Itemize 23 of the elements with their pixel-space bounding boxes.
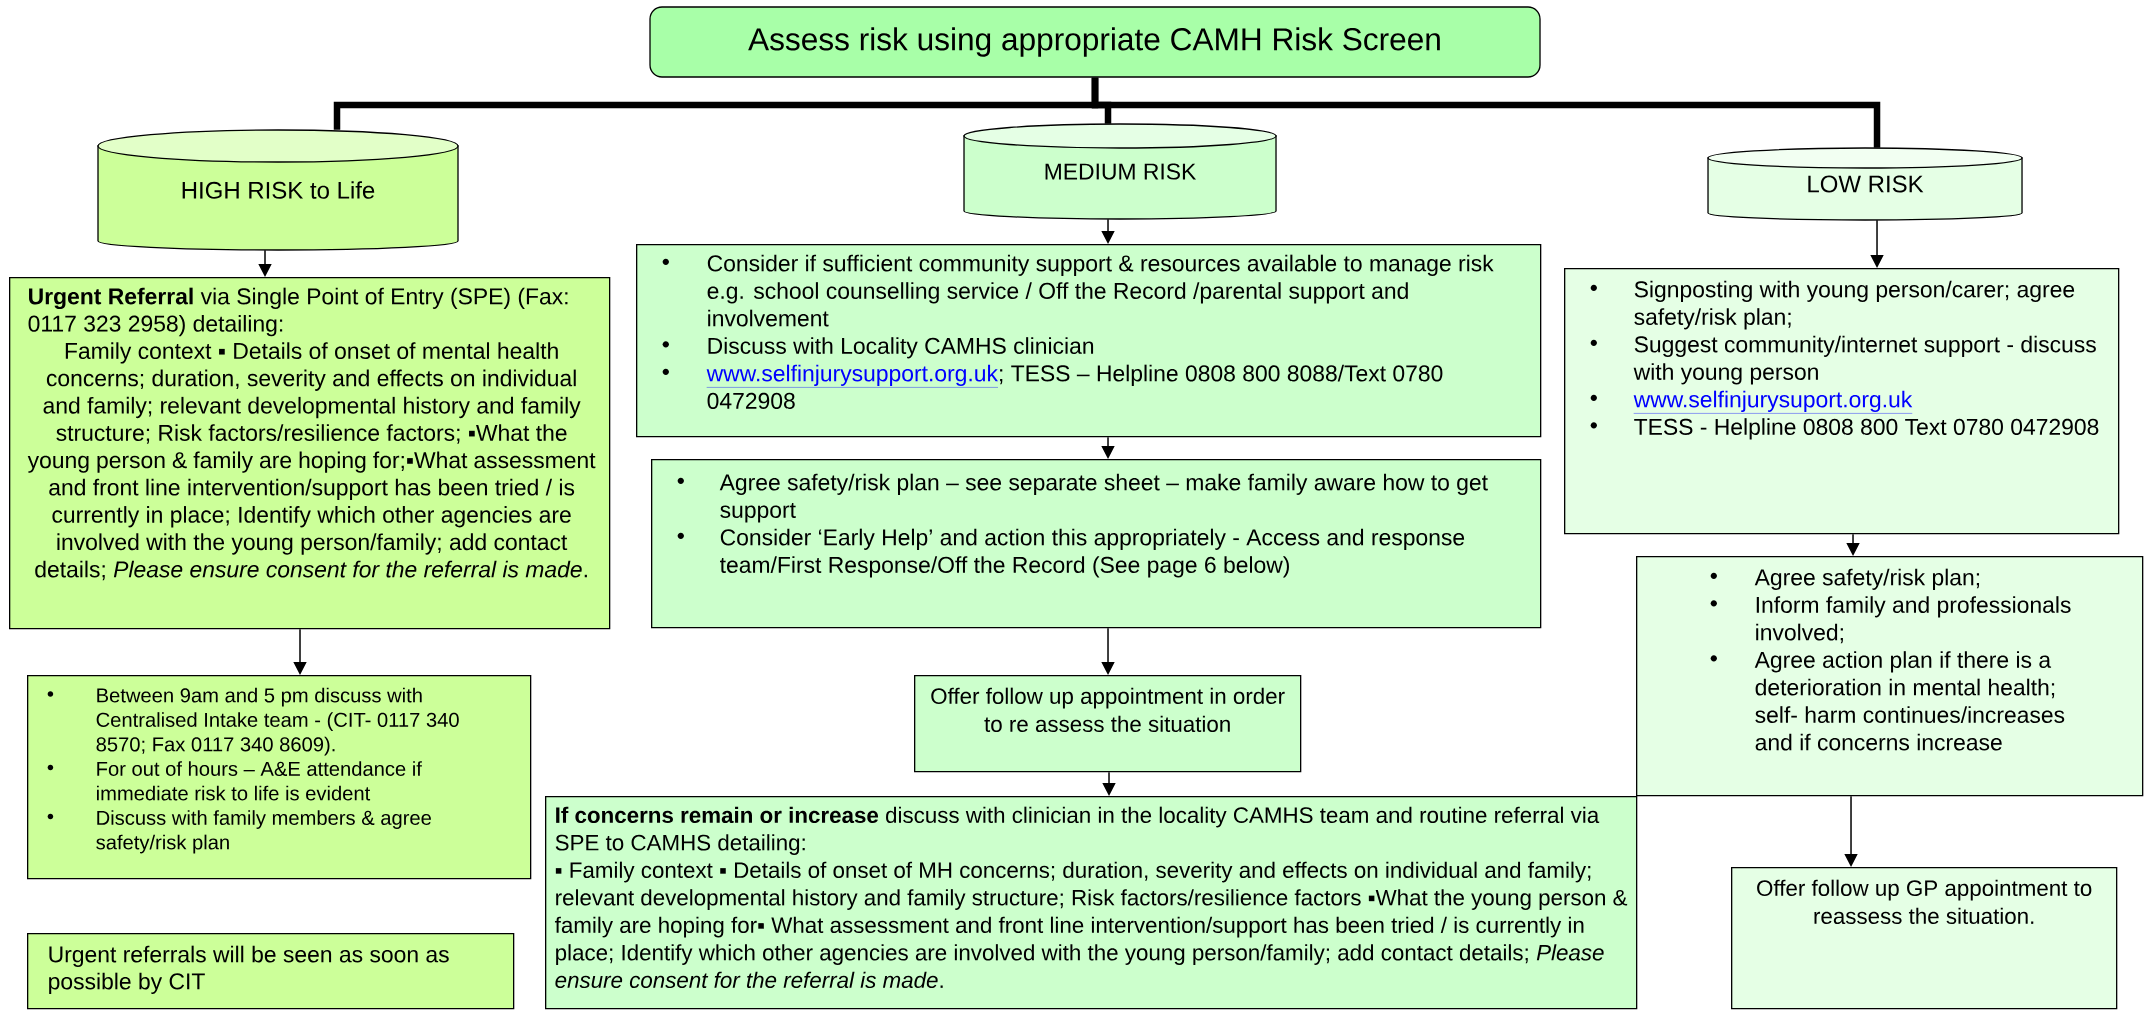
process-box: Offer follow up appointment in order to re assess the situation — [914, 675, 1302, 773]
cylinder: MEDIUM RISK — [963, 123, 1277, 220]
arrow — [293, 628, 307, 675]
arrow — [1846, 533, 1860, 556]
process-box: Consider if sufficient community support & resources available to manage risk e.g. school counselling service / Off the Record /parental support and involvement Discuss with Locality CAMHS clinician www.selfinjurysupport.org.uk; TESS – Helpline 0808 800 8088/Text 0780 0472908 — [636, 244, 1542, 438]
arrow — [1101, 627, 1115, 675]
process-box: Offer follow up GP appointment to reassess the situation. — [1731, 867, 2118, 1010]
process-box: Urgent referrals will be seen as soon as possible by CIT — [27, 933, 515, 1010]
process-box: Signposting with young person/carer; agree safety/risk plan; Suggest community/internet support - discuss with young person www.selfinjurysuport.org.uk TESS - Helpline 0808 800 Text 0780 0472908 — [1564, 268, 2120, 535]
title-box: Assess risk using appropriate CAMH Risk Screen — [649, 6, 1541, 78]
cylinder: HIGH RISK to Life — [97, 129, 459, 251]
arrow — [1870, 219, 1884, 268]
process-box: Agree safety/risk plan – see separate sheet – make family aware how to get support Consider ‘Early Help’ and action this appropriately - Access and response team/First Response/Off the Record (See page 6 below) — [651, 459, 1542, 629]
process-box: Agree safety/risk plan; Inform family and professionals involved; Agree action plan if there is a deterioration in mental health; self- harm continues/increases and if concerns increase — [1636, 556, 2144, 797]
arrow — [1101, 218, 1115, 244]
arrow — [258, 249, 272, 277]
arrow — [1101, 436, 1115, 459]
cylinder: LOW RISK — [1707, 147, 2023, 221]
process-box: If concerns remain or increase discuss with clinician in the locality CAMHS team and routine referral via SPE to CAMHS detailing: ▪ Family context ▪ Details of onset of MH concerns; duration, severity and effects on individual and family; relevant developmental history and family structure; Risk factors/resilience factors ▪What the young person & family are hoping for▪ What assessment and front line intervention/support has been tried / is currently in place; Identify which other agencies are involved with the young person/family; add contact details; Please ensure consent for the referral is made. — [545, 796, 1638, 1010]
process-box: Urgent Referral via Single Point of Entry (SPE) (Fax: 0117 323 2958) detailing: Family context ▪ Details of onset of mental health concerns; duration, severity and effects on individual and family; relevant developmental history and family structure; Risk factors/resilience factors; ▪What the young person & family are hoping for;▪What assessment and front line intervention/support has been tried / is currently in place; Identify which other agencies are involved with the young person/family; add contact details; Please ensure consent for the referral is made. — [9, 277, 611, 630]
arrow — [1844, 795, 1858, 867]
arrow — [1102, 771, 1116, 796]
process-box: Between 9am and 5 pm discuss with Centralised Intake team - (CIT- 0117 340 8570; Fax 0117 340 8609). For out of hours – A&E attendance if immediate risk to life is evident Discuss with family members & agree safety/risk plan — [27, 675, 532, 880]
